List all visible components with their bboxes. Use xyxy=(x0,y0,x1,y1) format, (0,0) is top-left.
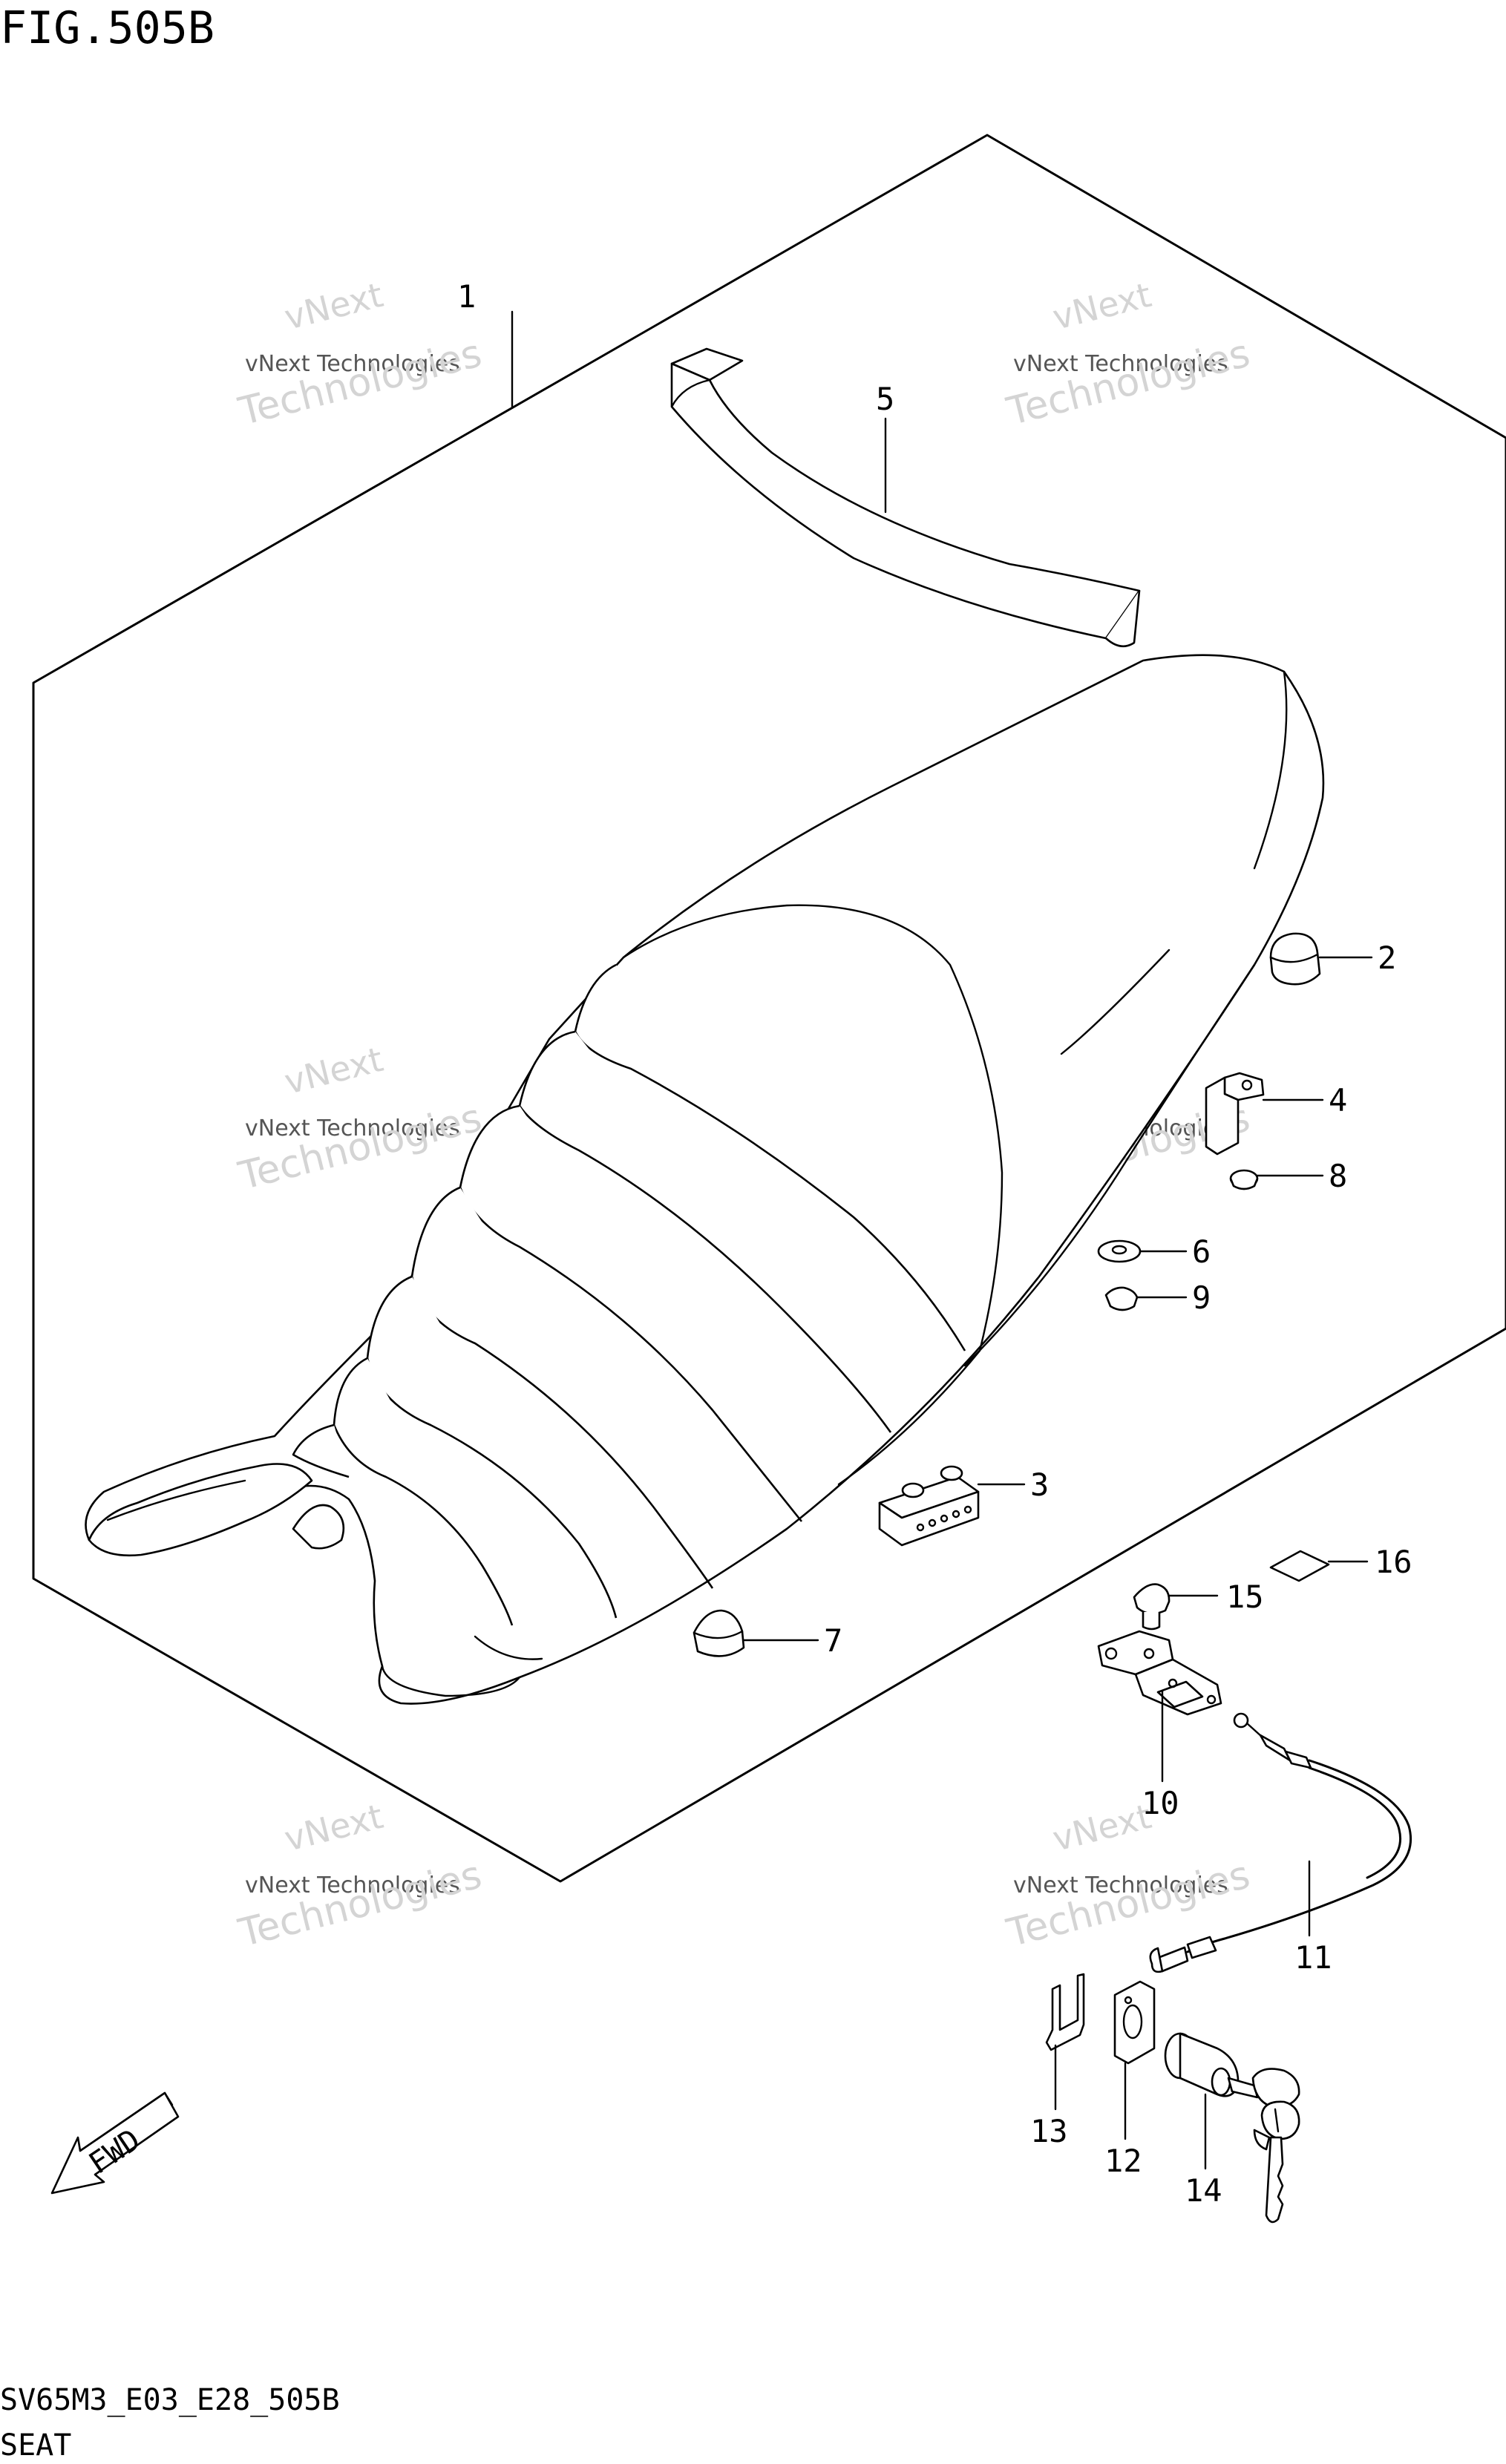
seat-bracket xyxy=(1205,1072,1265,1156)
label-16 xyxy=(1269,1550,1330,1582)
washer-6 xyxy=(1097,1239,1142,1263)
svg-text:vNext Technologies: vNext Technologies xyxy=(245,1872,460,1898)
svg-text:vNext: vNext xyxy=(281,1039,387,1102)
callout-1: 1 xyxy=(457,278,476,315)
svg-text:vNext Technologies: vNext Technologies xyxy=(245,351,460,377)
damper-block xyxy=(878,1465,980,1547)
svg-text:Technologies: Technologies xyxy=(234,331,486,434)
callout-15: 15 xyxy=(1226,1579,1264,1615)
callout-8: 8 xyxy=(1329,1158,1347,1194)
leader-lines xyxy=(511,310,1373,2170)
bolt-15 xyxy=(1133,1583,1171,1631)
seat-lock-cable xyxy=(1149,1712,1412,1973)
svg-text:vNext: vNext xyxy=(281,275,387,338)
callout-7: 7 xyxy=(824,1622,842,1659)
callout-12: 12 xyxy=(1104,2143,1142,2179)
figure-code: SV65M3_E03_E28_505B xyxy=(0,2383,340,2417)
watermark: vNext vNext Technologies Technologies xyxy=(234,1796,486,1956)
watermark: vNext vNext Technologies Technologies xyxy=(1002,275,1254,435)
lock-plate xyxy=(1113,1980,1156,2065)
callout-13: 13 xyxy=(1030,2113,1068,2149)
seat-lock-catch xyxy=(1097,1630,1222,1716)
cushion-7 xyxy=(693,1609,745,1657)
callout-4: 4 xyxy=(1329,1082,1347,1118)
callout-6: 6 xyxy=(1192,1233,1211,1270)
lock-clip xyxy=(1045,1973,1085,2051)
callout-9: 9 xyxy=(1192,1279,1211,1316)
nut-9 xyxy=(1104,1286,1139,1311)
seat-strap xyxy=(670,347,1141,648)
forward-direction-arrow-icon: FWD xyxy=(50,2091,180,2195)
figure-caption: SEAT xyxy=(0,2428,71,2463)
svg-text:Technologies: Technologies xyxy=(1002,331,1254,434)
svg-text:Technologies: Technologies xyxy=(234,1095,486,1199)
callout-10: 10 xyxy=(1142,1785,1179,1821)
callout-3: 3 xyxy=(1030,1467,1049,1503)
watermark: vNext vNext Technologies Technologies xyxy=(1002,1796,1254,1956)
callout-11: 11 xyxy=(1294,1939,1332,1976)
svg-text:Technologies: Technologies xyxy=(234,1852,486,1956)
callout-16: 16 xyxy=(1375,1544,1412,1580)
svg-text:vNext Technologies: vNext Technologies xyxy=(1013,351,1228,377)
watermark: vNext vNext Technologies Technologies xyxy=(234,275,486,435)
watermark: vNext vNext Technologies Technologies xyxy=(234,1039,486,1199)
lock-cylinder-with-keys xyxy=(1164,2032,1300,2224)
assembly-outline xyxy=(32,134,1506,1883)
figure-title: FIG.505B xyxy=(0,2,215,54)
callout-5: 5 xyxy=(876,381,894,417)
svg-text:vNext: vNext xyxy=(281,1796,387,1859)
svg-text:vNext: vNext xyxy=(1049,1796,1155,1859)
seat-body xyxy=(85,654,1325,1705)
cushion-rubber xyxy=(1269,932,1321,986)
svg-text:vNext Technologies: vNext Technologies xyxy=(1013,1872,1228,1898)
callout-labels: 1 2 3 4 5 6 7 8 9 10 11 12 13 14 15 16 xyxy=(457,278,1412,2209)
callout-2: 2 xyxy=(1378,940,1396,976)
svg-text:vNext: vNext xyxy=(1049,275,1155,338)
callout-14: 14 xyxy=(1185,2172,1222,2209)
svg-text:vNext Technologies: vNext Technologies xyxy=(245,1115,460,1141)
nut-8 xyxy=(1229,1169,1259,1190)
